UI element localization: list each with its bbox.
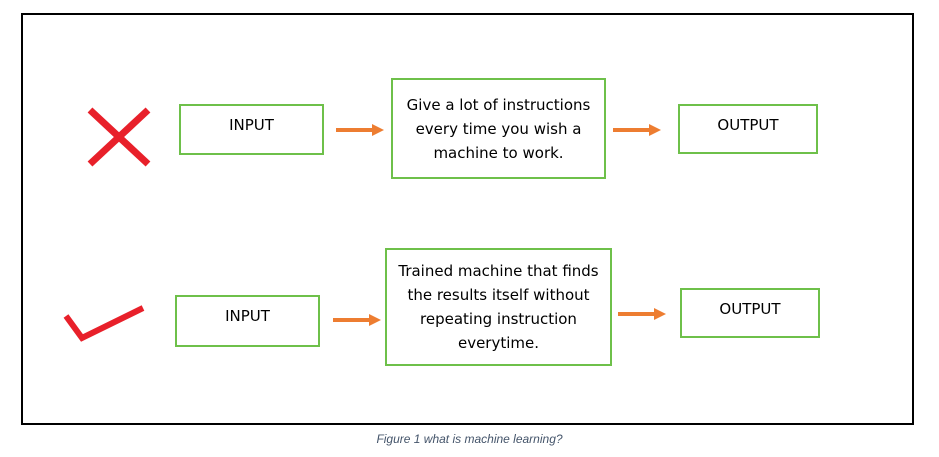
arrow-right-icon xyxy=(618,308,666,320)
arrow-right-icon xyxy=(336,124,384,136)
right-process-label: Trained machine that finds the results i… xyxy=(398,262,599,352)
right-output-box: OUTPUT xyxy=(680,288,820,338)
wrong-input-box: INPUT xyxy=(179,104,324,155)
wrong-output-label: OUTPUT xyxy=(717,116,779,134)
cross-icon xyxy=(87,107,151,167)
wrong-output-box: OUTPUT xyxy=(678,104,818,154)
right-input-box: INPUT xyxy=(175,295,320,347)
checkmark-icon xyxy=(63,305,145,342)
figure-caption: Figure 1 what is machine learning? xyxy=(376,432,563,446)
right-process-box: Trained machine that finds the results i… xyxy=(385,248,612,366)
wrong-process-label: Give a lot of instructions every time yo… xyxy=(406,95,591,162)
right-input-label: INPUT xyxy=(225,307,270,325)
arrow-right-icon xyxy=(333,314,381,326)
arrow-right-icon xyxy=(613,124,661,136)
wrong-process-box: Give a lot of instructions every time yo… xyxy=(391,78,606,179)
diagram-frame xyxy=(21,13,914,425)
wrong-input-label: INPUT xyxy=(229,116,274,134)
right-output-label: OUTPUT xyxy=(719,300,781,318)
